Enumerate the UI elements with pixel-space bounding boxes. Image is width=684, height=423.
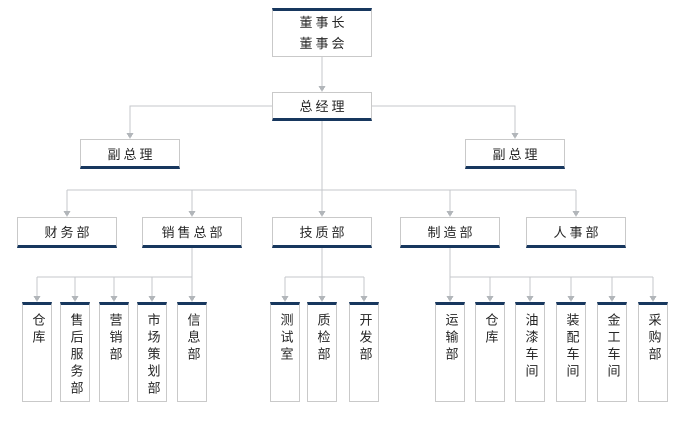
node-deputy-manager-left: 副总理 bbox=[80, 139, 180, 169]
node-label: 金工车间 bbox=[604, 313, 620, 381]
node-label: 信息部 bbox=[184, 313, 200, 364]
node-label: 董事会 bbox=[299, 36, 348, 52]
node-label: 市场策划部 bbox=[144, 313, 160, 398]
node-label: 运输部 bbox=[442, 313, 458, 364]
node-hr-dept: 人事部 bbox=[526, 217, 626, 248]
node-label: 销售总部 bbox=[161, 226, 226, 241]
wire-gm-to-deputy-left bbox=[129, 105, 272, 134]
node-label: 总经理 bbox=[299, 100, 348, 115]
wire-mfg-group bbox=[449, 248, 654, 297]
node-quality-inspection-dept: 质检部 bbox=[307, 302, 337, 402]
node-label: 油漆车间 bbox=[522, 313, 538, 381]
wire-sales-group bbox=[36, 248, 193, 297]
node-label: 财务部 bbox=[44, 226, 93, 241]
node-assembly-workshop: 装配车间 bbox=[556, 302, 586, 402]
node-general-manager: 总经理 bbox=[272, 92, 372, 121]
wire-tech-group bbox=[284, 248, 365, 297]
node-marketing-dept: 营销部 bbox=[99, 302, 129, 402]
node-label: 副总理 bbox=[492, 147, 541, 163]
node-label: 营销部 bbox=[106, 313, 122, 364]
node-label: 售后服务部 bbox=[67, 313, 83, 398]
node-label: 装配车间 bbox=[563, 313, 579, 381]
node-manufacturing-dept: 制造部 bbox=[400, 217, 500, 248]
node-paint-workshop: 油漆车间 bbox=[515, 302, 545, 402]
node-market-planning-dept: 市场策划部 bbox=[137, 302, 167, 402]
wire-gm-to-deputy-right bbox=[372, 105, 516, 134]
node-metalwork-workshop: 金工车间 bbox=[597, 302, 627, 402]
node-after-sales-service-dept: 售后服务部 bbox=[60, 302, 90, 402]
node-deputy-manager-right: 副总理 bbox=[465, 139, 565, 169]
arrowheads bbox=[33, 86, 657, 302]
node-label: 副总理 bbox=[107, 147, 156, 163]
node-label: 测试室 bbox=[277, 313, 293, 364]
node-label: 人事部 bbox=[553, 226, 602, 241]
node-test-room: 测试室 bbox=[270, 302, 300, 402]
node-sales-headquarters: 销售总部 bbox=[142, 217, 242, 248]
node-tech-quality-dept: 技质部 bbox=[272, 217, 372, 248]
node-label: 仓库 bbox=[482, 313, 498, 347]
node-information-dept: 信息部 bbox=[177, 302, 207, 402]
node-label: 制造部 bbox=[427, 226, 476, 241]
wire-level4-bus bbox=[66, 189, 577, 212]
node-finance-dept: 财务部 bbox=[17, 217, 117, 248]
node-warehouse-manufacturing: 仓库 bbox=[475, 302, 505, 402]
node-transport-dept: 运输部 bbox=[435, 302, 465, 402]
node-development-dept: 开发部 bbox=[349, 302, 379, 402]
node-warehouse-sales: 仓库 bbox=[22, 302, 52, 402]
node-label: 董事长 bbox=[299, 15, 348, 31]
node-label: 质检部 bbox=[314, 313, 330, 364]
node-label: 仓库 bbox=[29, 313, 45, 347]
node-label: 开发部 bbox=[356, 313, 372, 364]
node-label: 采购部 bbox=[645, 313, 661, 364]
node-chairman-board: 董事长 董事会 bbox=[272, 8, 372, 57]
node-purchasing-dept: 采购部 bbox=[638, 302, 668, 402]
node-label: 技质部 bbox=[299, 226, 348, 241]
